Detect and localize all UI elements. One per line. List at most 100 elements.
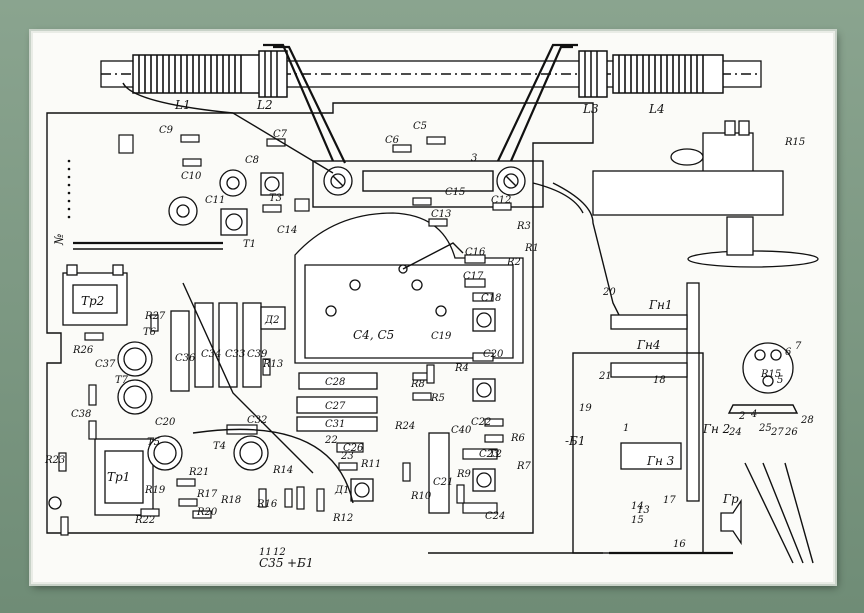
label-gn2: Гн 2 <box>702 422 730 436</box>
wire-number: 6 <box>785 347 792 358</box>
label-r7: R7 <box>516 461 532 472</box>
label-r4: R4 <box>454 363 469 374</box>
wire-number: 12 <box>273 547 286 558</box>
label-d2: Д2 <box>264 315 280 326</box>
label-t5: T5 <box>147 437 160 448</box>
wire-number: 25 <box>758 423 772 434</box>
label-r22: R22 <box>134 515 155 526</box>
label-l2: L2 <box>256 98 273 112</box>
trimmer-c8 <box>219 169 247 197</box>
label-c28: C28 <box>325 377 345 388</box>
label-r19: R19 <box>144 485 166 496</box>
label-c20-right: C20 <box>483 349 504 360</box>
coil-t1 <box>220 208 248 236</box>
transformer-tr1 <box>48 438 154 516</box>
label-r13: R13 <box>262 359 283 370</box>
label-d1: Д1 <box>334 485 350 496</box>
circuit-board-drawing: L1 L2 L3 L4 R15 C9 C10 C11 C7 C8 C6 C5 C… <box>44 43 819 570</box>
wire-number: 14 <box>631 501 644 512</box>
wire-number: 28 <box>800 415 814 426</box>
label-no: № <box>52 234 66 246</box>
label-c9: C9 <box>159 125 174 136</box>
wire-number: 4 <box>750 409 757 420</box>
label-c26: C26 <box>343 443 364 454</box>
small-components <box>58 134 512 536</box>
label-c33: C33 <box>225 349 245 360</box>
label-r10: R10 <box>410 491 432 502</box>
board-outline <box>46 102 594 534</box>
label-c32: C32 <box>247 415 267 426</box>
label-r18: R18 <box>220 495 241 506</box>
wire-number: 1 <box>623 423 629 434</box>
wire-number: 5 <box>777 375 783 386</box>
label-c23: C23 <box>479 449 499 460</box>
wire-number: 22 <box>324 435 338 446</box>
trimmer-left <box>323 166 353 196</box>
coil-t3 <box>260 172 284 196</box>
label-c7: C7 <box>273 129 288 140</box>
label-c39: C39 <box>247 349 268 360</box>
volume-control-r15 <box>592 120 819 268</box>
wire-number: 15 <box>631 515 644 526</box>
label-c10: C10 <box>181 171 202 182</box>
schematic-sheet: L1 L2 L3 L4 R15 C9 C10 C11 C7 C8 C6 C5 C… <box>31 31 835 584</box>
label-c20-left: C20 <box>155 417 176 428</box>
trimmer-right <box>496 166 526 196</box>
transformer-tr2 <box>62 264 128 326</box>
label-b1-plus: +Б1 <box>287 556 314 570</box>
wire-number: 26 <box>784 427 798 438</box>
label-t3: T3 <box>269 193 282 204</box>
label-c16: C16 <box>465 247 486 258</box>
wire-number: 19 <box>579 403 592 414</box>
wire-number: 16 <box>673 539 686 550</box>
label-c13: C13 <box>431 209 451 220</box>
label-tr2: Tp2 <box>81 294 104 308</box>
transistor-t6 <box>117 341 153 377</box>
label-r24: R24 <box>394 421 415 432</box>
label-r17: R17 <box>196 489 218 500</box>
label-c19: C19 <box>431 331 452 342</box>
label-l1: L1 <box>174 98 191 112</box>
variable-capacitor-c4-c5 <box>294 212 524 364</box>
wire-number: 27 <box>770 427 784 438</box>
label-c6: C6 <box>385 135 400 146</box>
label-c40: C40 <box>451 425 472 436</box>
label-t1: T1 <box>243 239 256 250</box>
label-r2: R2 <box>506 257 521 268</box>
label-r8: R8 <box>410 379 425 390</box>
label-t2: T2 <box>489 449 502 460</box>
if-coils <box>350 308 496 502</box>
label-c22: C22 <box>471 417 491 428</box>
label-c14: C14 <box>277 225 297 236</box>
label-r27: R27 <box>144 311 166 322</box>
label-tr1: Tp1 <box>107 470 130 484</box>
label-r23: R23 <box>44 455 65 466</box>
wire-number: 2 <box>738 411 745 422</box>
label-r11: R11 <box>360 459 381 470</box>
wire-number: 23 <box>340 451 354 462</box>
jacks-panel <box>572 282 814 564</box>
label-r12: R12 <box>332 513 353 524</box>
wire-number: 20 <box>602 287 616 298</box>
label-r15-jack: R15 <box>760 369 781 380</box>
label-c17: C17 <box>463 271 484 282</box>
electrolytic-capacitors <box>170 302 450 514</box>
transistor-t4 <box>233 435 269 471</box>
label-l3: L3 <box>582 102 599 116</box>
label-r6: R6 <box>510 433 526 444</box>
transistor-t5 <box>147 435 183 471</box>
wire-number: 13 <box>637 505 650 516</box>
label-r26: R26 <box>72 345 94 356</box>
label-r9: R9 <box>456 469 472 480</box>
label-c11: C11 <box>205 195 225 206</box>
label-t4: T4 <box>213 441 226 452</box>
label-t6: T6 <box>143 327 157 338</box>
label-r5: R5 <box>430 393 445 404</box>
coil-l3-l4 <box>578 50 724 98</box>
connector-dots <box>67 159 71 219</box>
label-c27: C27 <box>325 401 346 412</box>
label-gr: Гр <box>722 492 739 506</box>
label-c21: C21 <box>433 477 453 488</box>
wire-number: 18 <box>653 375 666 386</box>
coil-l1 <box>132 50 288 98</box>
